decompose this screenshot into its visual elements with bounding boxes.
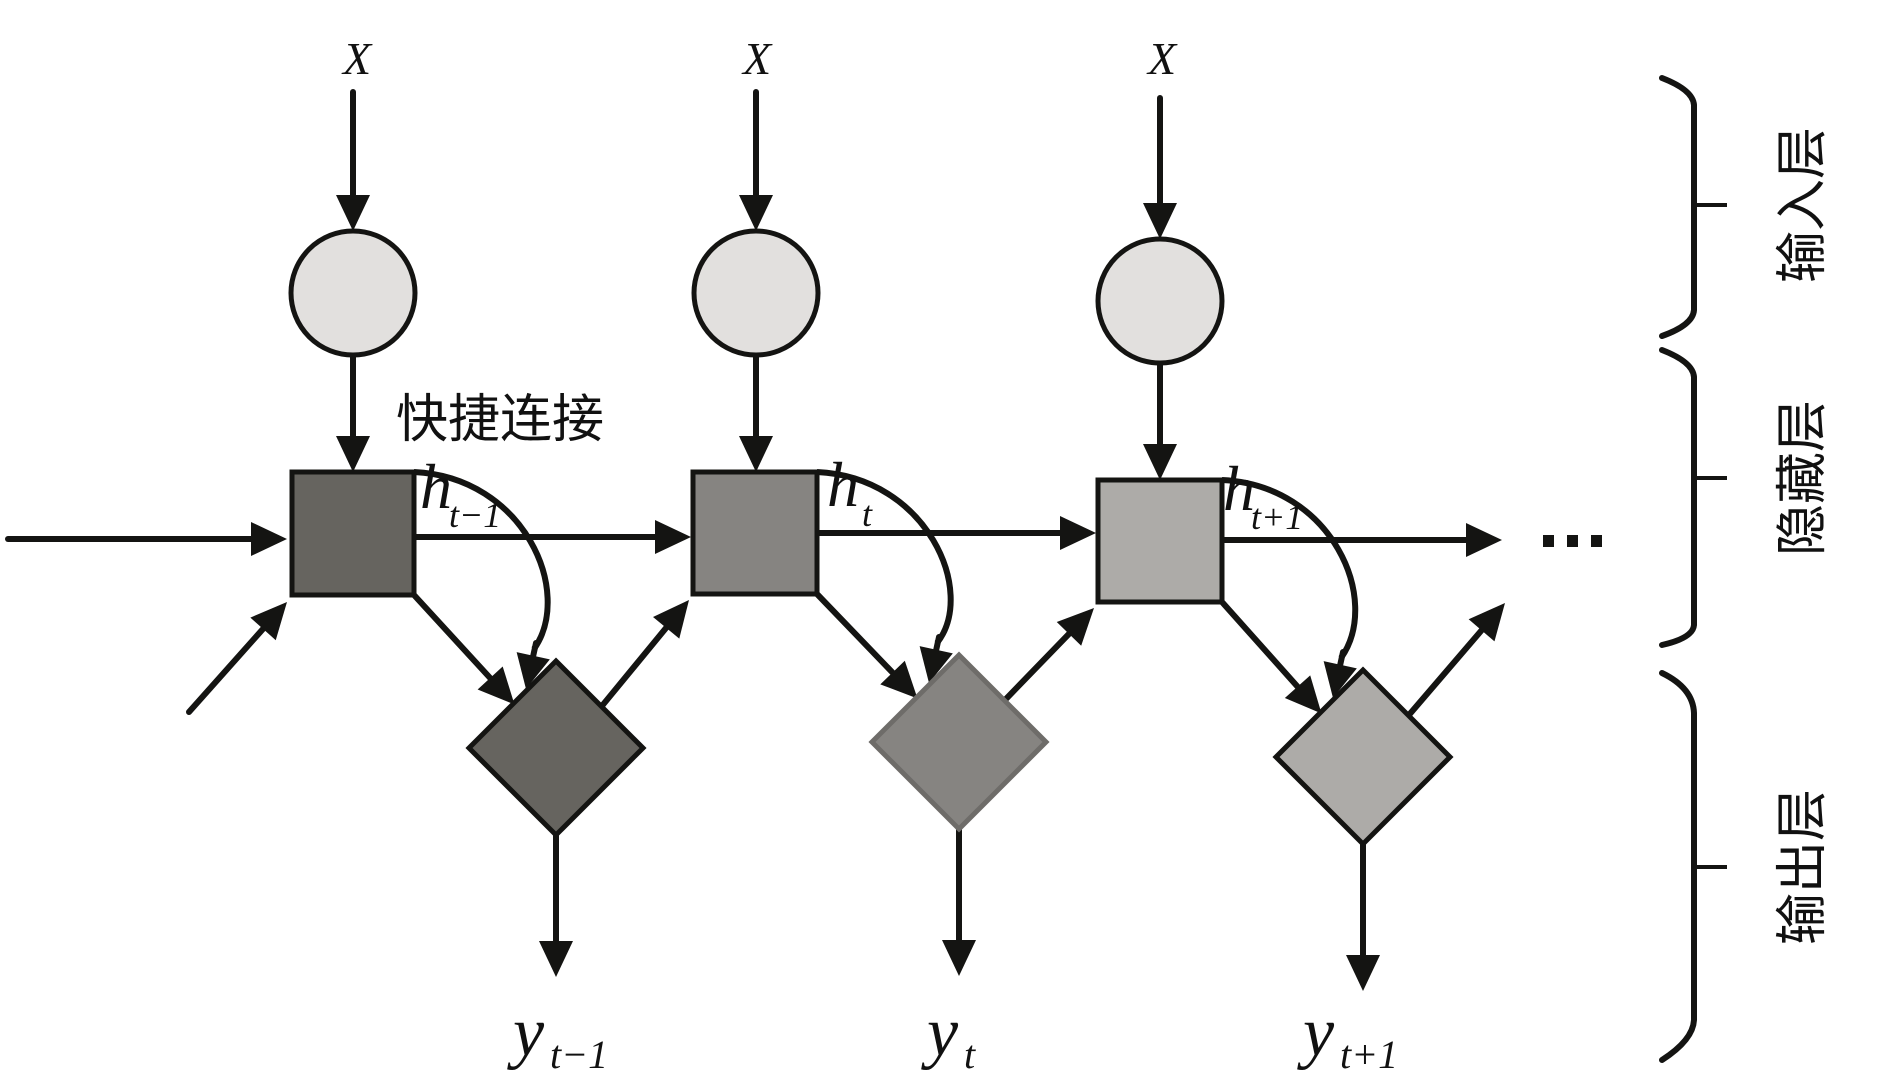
shortcut-arc-0 [413,469,551,651]
hidden-label-sub-0: t−1 [449,495,501,535]
brace-hidden-layer [1659,347,1697,648]
shortcut-connection-label: 快捷连接 [396,390,604,450]
layer-braces: 输入层 隐藏层 输出层 [1659,75,1833,1063]
input-arrow-2-head [1143,203,1177,239]
output-label-main-0: y [507,994,545,1071]
hidden-to-output-arrow-1-shaft [814,591,896,676]
output-arrow-0-head [539,941,573,977]
hidden-label-main-1: h [827,449,859,520]
output-node-2 [1272,666,1454,848]
output-to-next-hidden-arrow-2-shaft [1405,627,1485,719]
output-node-1 [868,651,1050,833]
hidden-label-main-0: h [420,451,452,522]
hidden-label-main-2: h [1223,453,1255,524]
output-label-main-1: y [921,994,959,1071]
shortcut-arrow-0-shaft [530,640,539,659]
shortcut-arc-1 [816,469,954,645]
input-node-2 [1095,236,1225,366]
brace-output-layer [1659,670,1697,1063]
output-label-sub-1: t [964,1032,976,1077]
initial-diagonal-arrow-shaft [186,625,267,715]
input-label-1: X [741,33,773,84]
hidden-node-2 [1095,477,1225,605]
input-arrow-0-head [336,195,370,231]
brace-input-layer [1659,75,1697,339]
ellipsis-dot [1567,535,1578,547]
output-label-sub-0: t−1 [550,1032,608,1077]
input-to-hidden-arrow-0-head [336,436,370,472]
output-to-next-hidden-arrow-1-head [1056,608,1094,646]
output-arrow-2-head [1346,955,1380,991]
input-to-hidden-arrow-2-head [1143,444,1177,480]
input-node-0 [288,228,418,358]
output-arrow-1-head [942,940,976,976]
hidden-label-sub-1: t [862,494,873,534]
input-node-1 [691,228,821,358]
hidden-node-1 [690,469,820,597]
layer-label-output: 输出层 [1773,789,1833,945]
output-to-next-hidden-arrow-0-head [653,600,689,639]
hidden-to-output-arrow-0-head [477,666,515,705]
hidden-recurrent-arrow-2-head [1466,523,1502,557]
nodes [288,228,1454,848]
shortcut-arrow-2-shaft [1337,649,1346,668]
shortcut-arc-2 [1221,477,1359,660]
hidden-to-output-arrow-0-shaft [411,592,494,681]
edges [5,89,1505,991]
ellipsis-dot [1543,535,1554,547]
input-label-0: X [341,33,373,84]
hidden-node-0 [289,469,417,598]
output-to-next-hidden-arrow-2-head [1468,603,1505,642]
output-to-next-hidden-arrow-0-shaft [598,624,670,710]
output-label-main-2: y [1297,994,1335,1071]
hidden-to-output-arrow-2-shaft [1219,599,1301,690]
shortcut-arrow-2-head [1323,661,1357,698]
input-to-hidden-arrow-1-head [739,436,773,472]
input-label-2: X [1146,33,1178,84]
layer-label-input: 输入层 [1773,127,1833,283]
output-label-sub-2: t+1 [1340,1032,1398,1077]
output-node-0 [465,657,647,839]
hidden-to-output-arrow-2-head [1284,675,1322,714]
initial-diagonal-arrow-head [250,602,287,641]
hidden-recurrent-arrow-0-head [655,520,691,554]
ellipsis-dot [1591,535,1602,547]
shortcut-arrow-1-head [919,646,953,683]
hidden-label-sub-2: t+1 [1251,497,1303,537]
input-arrow-1-head [739,195,773,231]
output-to-next-hidden-arrow-1-shaft [1001,630,1072,704]
hidden-recurrent-arrow-1-head [1060,516,1096,550]
shortcut-arrow-0-head [516,652,550,689]
labels: X X X 快捷连接 h t−1 h t h t+1 y t−1 y t y t… [341,33,1398,1077]
shortcut-arrow-1-shaft [933,634,942,653]
continuation-ellipsis [1543,535,1602,547]
initial-state-arrow-head [251,522,287,556]
layer-label-hidden: 隐藏层 [1773,400,1833,556]
hidden-to-output-arrow-1-head [880,660,918,699]
